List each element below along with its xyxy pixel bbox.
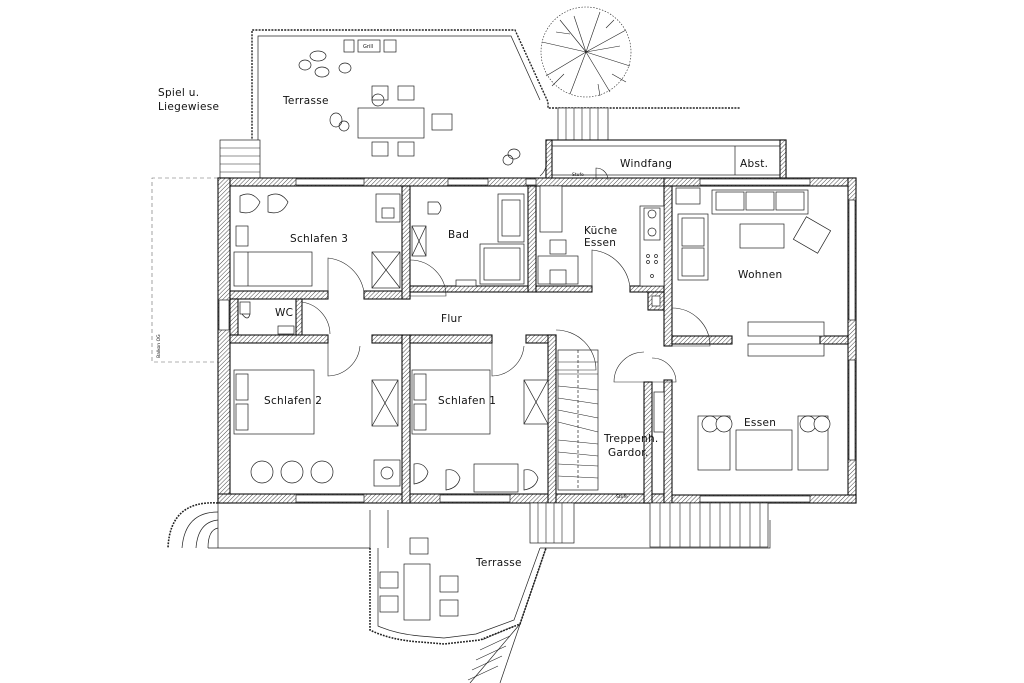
abst-label: Abst.: [740, 158, 768, 170]
schlafen1-furniture: [411, 369, 549, 493]
essen-label: Essen: [744, 417, 776, 429]
terrasse-bottom-label: Terrasse: [475, 557, 522, 569]
windfang: Windfang Abst. Stufe: [539, 139, 787, 181]
wc-furniture: [239, 301, 295, 335]
schlafen3-furniture: [233, 193, 401, 289]
wohnen-furniture: [675, 187, 832, 337]
treppenh-label: Treppenh.: [603, 433, 659, 445]
doors: [301, 167, 711, 383]
bad-label: Bad: [448, 229, 469, 241]
schlafen2-label: Schlafen 2: [264, 395, 322, 407]
staircase: Stufe: [557, 349, 628, 500]
kueche-furniture: [537, 185, 665, 287]
terrace-table: [357, 85, 453, 157]
bad-furniture: [411, 193, 525, 287]
outer-walls: [217, 177, 857, 504]
spiel-label: Spiel u.: [158, 87, 199, 99]
tree-icon: [540, 6, 632, 98]
balcony-og: Balkon OG: [151, 177, 218, 363]
terrasse-top-label: Terrasse: [282, 95, 329, 107]
terrace-steps-left: [219, 139, 261, 179]
kueche-essen-label: Essen: [584, 237, 616, 249]
windfang-label: Windfang: [620, 158, 672, 170]
essen-furniture: [653, 343, 831, 471]
bottom-terrace: Terrasse: [167, 502, 771, 683]
room-labels: Schlafen 3 Bad Küche Essen Wohnen WC Flu…: [264, 225, 782, 459]
wohnen-label: Wohnen: [738, 269, 782, 281]
balkon-label: Balkon OG: [156, 334, 162, 358]
grill-label: Grill: [363, 44, 373, 50]
stufe-bottom-label: Stufe: [616, 494, 628, 500]
schlafen1-label: Schlafen 1: [438, 395, 496, 407]
schlafen2-furniture: [233, 369, 401, 487]
schlafen3-label: Schlafen 3: [290, 233, 348, 245]
plants: [298, 50, 521, 166]
grill: Grill: [343, 39, 397, 53]
stufe-top-label: Stufe: [572, 172, 584, 178]
wc-label: WC: [275, 307, 293, 319]
flur-label: Flur: [441, 313, 463, 325]
kueche-label: Küche: [584, 225, 617, 237]
liegewiese-label: Liegewiese: [158, 101, 219, 113]
gardor-label: Gardor.: [608, 447, 649, 459]
